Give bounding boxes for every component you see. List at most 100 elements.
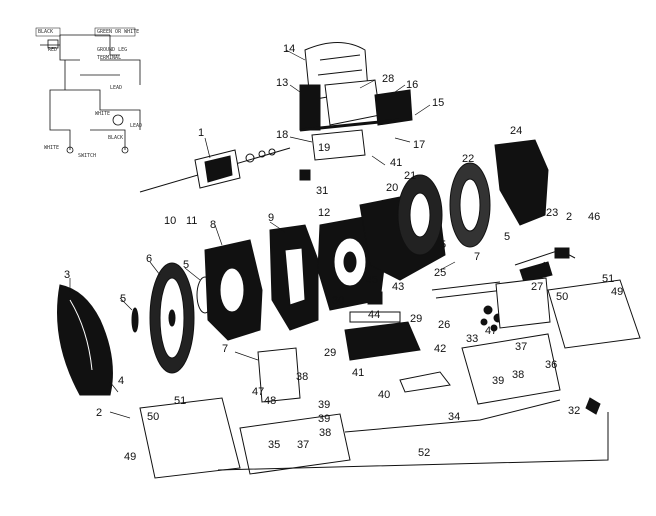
part-32-screw <box>585 397 601 415</box>
callout-1: 1 <box>198 127 205 139</box>
callout-18: 18 <box>276 129 289 141</box>
wire-label-lead-1: LEAD <box>110 85 123 91</box>
parts-bag-bottom-left <box>239 413 351 475</box>
parts-bag-top-right <box>495 277 551 329</box>
callout-8: 8 <box>210 219 217 231</box>
callout-39: 39 <box>492 375 505 387</box>
callout-5: 5 <box>120 293 127 305</box>
callout-24: 24 <box>510 125 523 137</box>
callout-33: 33 <box>466 333 479 345</box>
callout-41: 41 <box>390 157 403 169</box>
callout-7: 7 <box>474 251 481 263</box>
callout-28: 28 <box>382 73 395 85</box>
callout-34: 34 <box>448 411 461 423</box>
callout-12: 12 <box>318 207 331 219</box>
callout-25: 25 <box>434 267 447 279</box>
callout-39: 39 <box>318 413 331 425</box>
callout-47: 47 <box>252 386 265 398</box>
part-13-28-switch-assembly <box>299 79 413 132</box>
callout-9: 9 <box>268 212 275 224</box>
callout-51: 51 <box>602 273 615 285</box>
callout-50: 50 <box>147 411 160 423</box>
part-44-plate <box>349 311 401 323</box>
callout-43: 43 <box>392 281 405 293</box>
sheet-49-50-51-bottom <box>139 397 241 479</box>
part-9-end-bell <box>269 224 319 331</box>
wire-label-red: RED <box>48 47 58 53</box>
callout-2: 2 <box>96 407 103 419</box>
callout-14: 14 <box>283 43 296 55</box>
callout-35: 35 <box>268 439 281 451</box>
parts-bag-right <box>461 333 561 405</box>
part-6-grinding-wheel <box>149 262 195 374</box>
callout-6: 6 <box>146 253 153 265</box>
callout-10: 10 <box>164 215 177 227</box>
callout-4: 4 <box>118 375 125 387</box>
callout-29: 29 <box>324 347 337 359</box>
part-25-rod <box>431 281 501 291</box>
callout-21: 21 <box>404 170 417 182</box>
callout-38: 38 <box>296 371 309 383</box>
callout-44: 44 <box>368 309 381 321</box>
wire-label-black: BLACK <box>38 29 54 35</box>
callout-30: 30 <box>332 295 345 307</box>
callout-5: 5 <box>183 259 190 271</box>
callout-36: 36 <box>545 359 558 371</box>
sheet-49-50-51-right <box>547 279 641 349</box>
callout-49: 49 <box>611 286 624 298</box>
callout-32: 32 <box>568 405 581 417</box>
callout-41: 41 <box>352 367 365 379</box>
leader-lines <box>69 49 546 419</box>
callout-26: 26 <box>438 319 451 331</box>
part-18-19-base <box>299 129 366 181</box>
callout-48: 48 <box>264 395 277 407</box>
callout-37: 37 <box>515 341 528 353</box>
part-40-tool-rest <box>399 371 451 393</box>
wire-label-white-2: WHITE <box>44 145 60 151</box>
callout-11: 11 <box>186 215 198 227</box>
callout-52: 52 <box>418 447 431 459</box>
wire-label-terminal: TERMINAL <box>97 55 122 61</box>
wire-label-switch: SWITCH <box>78 153 97 159</box>
callout-46: 46 <box>588 211 601 223</box>
callout-45: 45 <box>366 274 379 286</box>
wire-label-green: GREEN OR WHITE <box>97 29 140 35</box>
callout-23: 23 <box>546 207 559 219</box>
part-5-washer-left <box>131 307 139 333</box>
part-24-guard <box>494 139 549 226</box>
callout-42: 42 <box>434 343 447 355</box>
callout-27: 27 <box>531 281 544 293</box>
part-26-rod <box>435 289 505 299</box>
callout-5: 5 <box>504 231 511 243</box>
part-8-housing <box>204 239 263 341</box>
part-1-armature-shaft <box>139 147 291 193</box>
parts-bag-mid <box>257 347 301 403</box>
wire-label-lead-2: LEAD <box>130 123 143 129</box>
wiring-label-boxes <box>35 27 136 37</box>
wire-label-white-1: WHITE <box>95 111 111 117</box>
callout-38: 38 <box>512 369 525 381</box>
callout-5: 5 <box>440 239 447 251</box>
callout-51: 51 <box>174 395 187 407</box>
part-21-wire-wheel <box>397 174 443 256</box>
callout-49: 49 <box>124 451 137 463</box>
callout-17: 17 <box>413 139 426 151</box>
callout-3: 3 <box>64 269 71 281</box>
callout-37: 37 <box>297 439 310 451</box>
callout-19: 19 <box>318 142 331 154</box>
callout-40: 40 <box>378 389 391 401</box>
wire-label-black-2: BLACK <box>108 135 124 141</box>
callout-47: 47 <box>485 325 498 337</box>
callout-13: 13 <box>276 77 289 89</box>
callout-31: 31 <box>316 185 329 197</box>
callout-7: 7 <box>222 343 229 355</box>
callout-29: 29 <box>410 313 423 325</box>
callout-38: 38 <box>319 427 332 439</box>
bracket-52 <box>217 412 609 471</box>
callout-16: 16 <box>406 79 419 91</box>
part-42-base-pad <box>344 321 421 361</box>
part-3-wheel-guard <box>57 284 113 396</box>
callout-20: 20 <box>386 182 399 194</box>
part-45-block <box>367 291 383 305</box>
wire-label-ground: GROUND LEG <box>97 47 128 53</box>
